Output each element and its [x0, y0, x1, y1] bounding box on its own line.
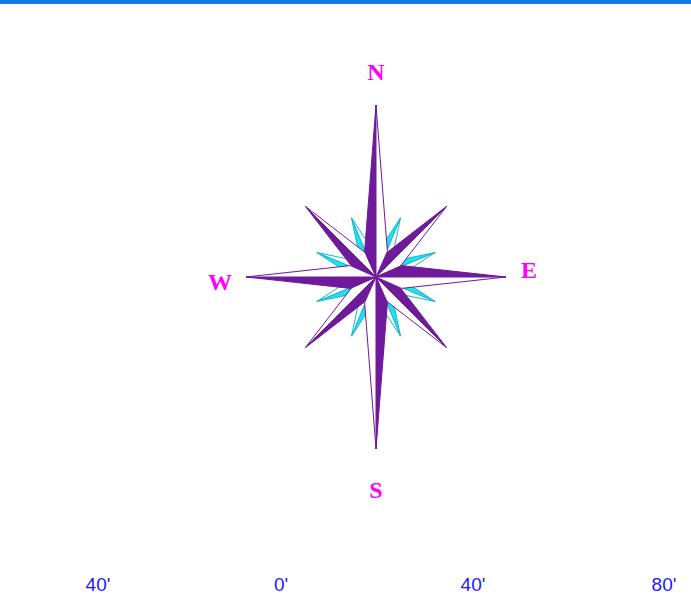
compass-letter: W	[208, 269, 232, 296]
scale-label: 40'	[86, 574, 111, 596]
scale-label: 40'	[461, 574, 486, 596]
rose-point-dark	[376, 277, 387, 449]
rose-point-light	[376, 105, 387, 277]
rose-point-light	[246, 266, 376, 277]
compass-letter: E	[521, 257, 537, 284]
scale-label: 80'	[652, 574, 677, 596]
rose-point-dark	[376, 266, 506, 277]
rose-point-dark	[246, 277, 376, 288]
compass-letter: N	[367, 59, 384, 86]
rose-point-dark	[365, 105, 376, 277]
compass-letter: S	[369, 477, 382, 504]
rose-point-light	[376, 277, 506, 288]
top-rule	[0, 0, 691, 4]
scale-label: 0'	[274, 574, 288, 596]
rose-point-light	[365, 277, 376, 449]
compass-rose	[246, 105, 506, 449]
